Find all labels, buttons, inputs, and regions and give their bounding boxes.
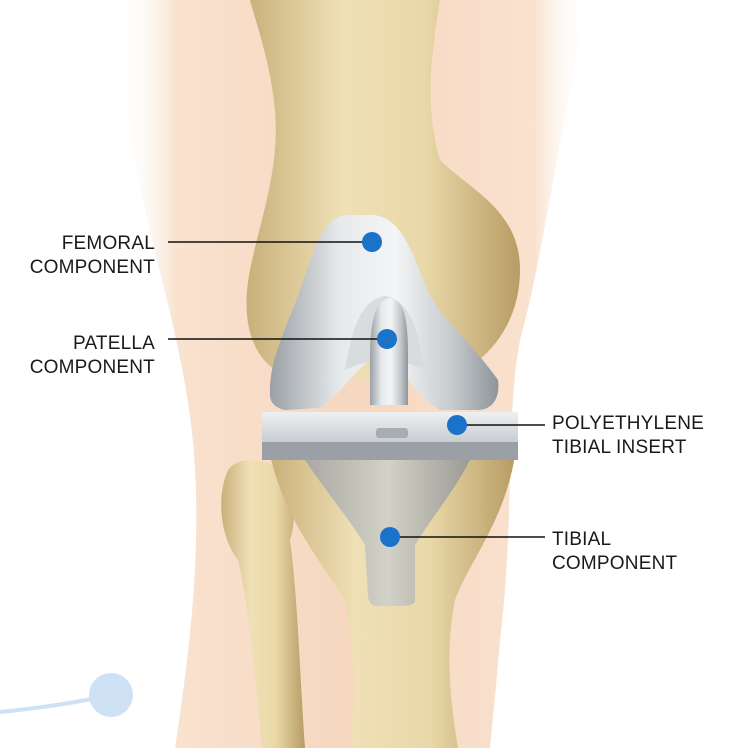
patella-label-line2: COMPONENT <box>30 356 155 380</box>
insert-slot <box>376 428 408 438</box>
femoral-component-label: FEMORAL COMPONENT <box>30 232 155 280</box>
polyethylene-insert-label: POLYETHYLENE TIBIAL INSERT <box>552 412 704 460</box>
patella-marker <box>377 329 397 349</box>
tibial-label-line1: TIBIAL <box>552 528 677 552</box>
polyethylene-label-line1: POLYETHYLENE <box>552 412 704 436</box>
tibial-component-label: TIBIAL COMPONENT <box>552 528 677 576</box>
polyethylene-label-line2: TIBIAL INSERT <box>552 436 704 460</box>
tibial-tray <box>262 440 518 460</box>
patella-label-line1: PATELLA <box>30 332 155 356</box>
patella-component-label: PATELLA COMPONENT <box>30 332 155 380</box>
tibial-label-line2: COMPONENT <box>552 552 677 576</box>
femoral-marker <box>362 232 382 252</box>
accent-dot <box>89 673 133 717</box>
patella-component <box>370 298 408 405</box>
tibial-marker <box>380 527 400 547</box>
polyethylene-marker <box>447 415 467 435</box>
femoral-label-line2: COMPONENT <box>30 256 155 280</box>
femoral-label-line1: FEMORAL <box>30 232 155 256</box>
